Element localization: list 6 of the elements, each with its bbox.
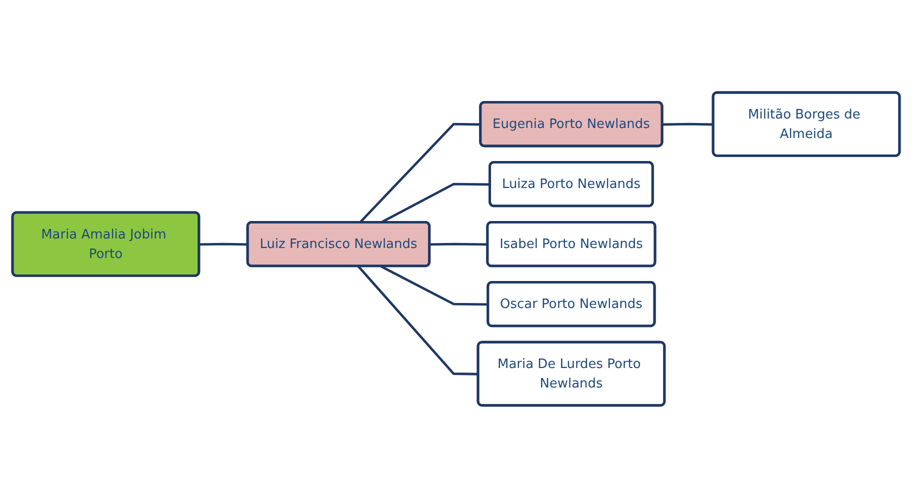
connector	[662, 122, 714, 126]
connector	[357, 265, 478, 375]
connector	[359, 122, 481, 223]
connector	[380, 264, 488, 306]
connector	[199, 242, 248, 246]
connector	[430, 242, 488, 246]
